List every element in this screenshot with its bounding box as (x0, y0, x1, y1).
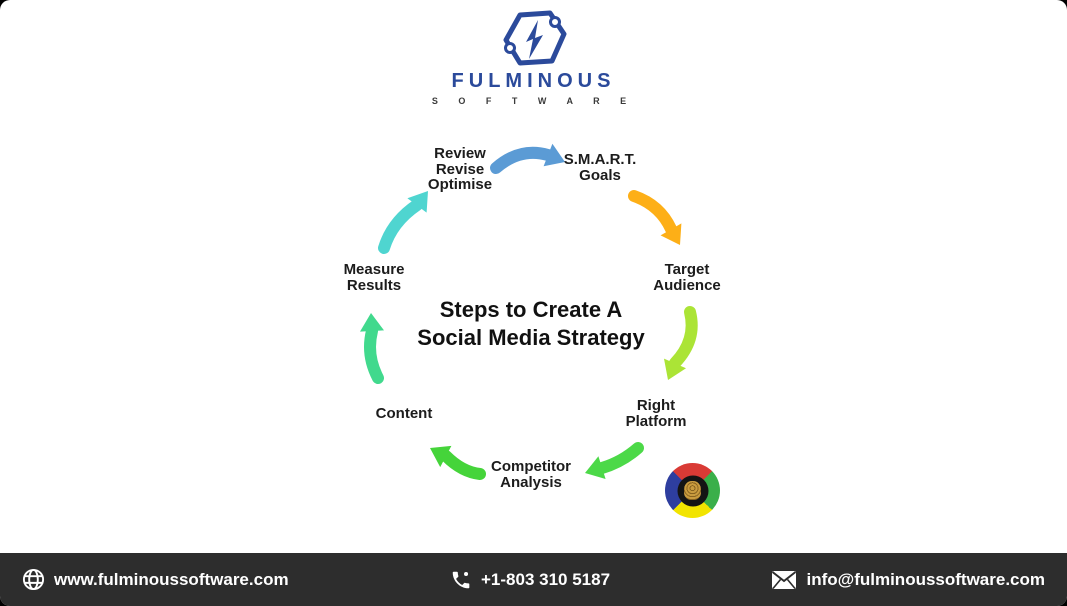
diagram-title: Steps to Create A Social Media Strategy (417, 297, 645, 350)
arrow-target-to-platform-icon (664, 306, 698, 380)
hexagon-lightning-icon (503, 10, 566, 66)
arrow-content-to-measure-icon (360, 313, 384, 384)
website-link[interactable]: www.fulminoussoftware.com (22, 568, 289, 591)
email-text: info@fulminoussoftware.com (806, 569, 1045, 589)
brand-name: FULMINOUS (451, 70, 616, 92)
email-link[interactable]: info@fulminoussoftware.com (771, 570, 1045, 590)
arrow-platform-to-competitor-icon (585, 442, 644, 479)
step-label-measure-results: Measure Results (343, 261, 405, 294)
website-text: www.fulminoussoftware.com (54, 569, 289, 589)
arrow-smart-to-target-icon (628, 190, 682, 245)
phone-link[interactable]: +1-803 310 5187 (450, 569, 610, 591)
badge-center (677, 475, 708, 506)
arrow-measure-to-review-icon (378, 191, 428, 254)
arrow-competitor-to-content-icon (430, 445, 486, 480)
globe-icon (22, 568, 45, 591)
four-color-lion-badge-icon (665, 463, 720, 518)
step-label-target-audience: Target Audience (653, 261, 721, 294)
brand-subname: S O F T W A R E (431, 96, 636, 106)
arrow-review-to-smart-icon (490, 143, 565, 174)
phone-text: +1-803 310 5187 (481, 569, 611, 589)
phone-icon (452, 571, 470, 588)
step-label-smart-goals: S.M.A.R.T. Goals (563, 151, 637, 184)
step-label-review-revise-optimise: Review Revise Optimise (427, 145, 493, 193)
step-label-right-platform: Right Platform (625, 397, 687, 430)
envelope-icon (772, 570, 797, 589)
step-label-content: Content (375, 405, 433, 422)
contact-footer: www.fulminoussoftware.com +1-803 310 518… (0, 553, 1067, 606)
step-label-competitor-analysis: Competitor Analysis (491, 458, 571, 491)
lion-emblem-icon (684, 481, 701, 500)
brand-logo: FULMINOUS S O F T W A R E (0, 10, 1067, 106)
